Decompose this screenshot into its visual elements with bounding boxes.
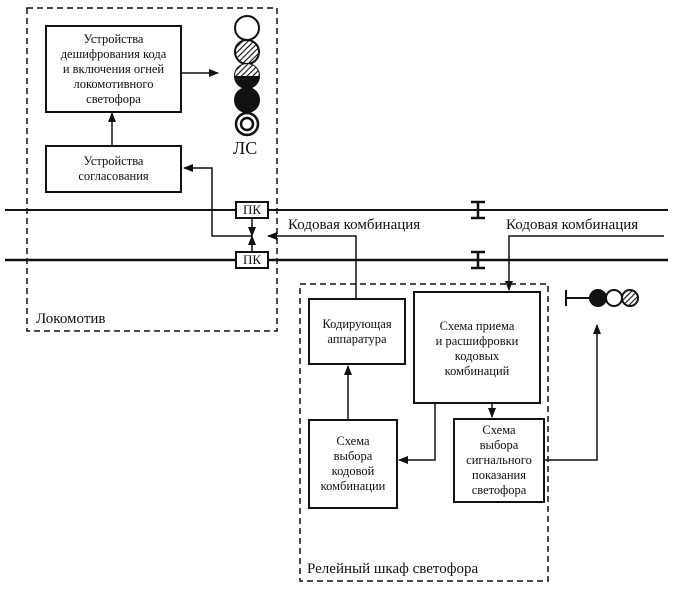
wayside-lamp-hatched (621, 289, 639, 307)
loco-lamp-white (234, 15, 260, 41)
coding-equipment-box: Кодирующая аппаратура (308, 298, 406, 365)
pickup-coil-bottom: ПК (235, 251, 269, 269)
line-coding-to-track (267, 232, 357, 298)
line-pk-to-matching (183, 164, 252, 237)
line-receive-to-select-code (398, 403, 436, 464)
receive-decode-box-text: Схема приема и расшифровки кодовых комби… (435, 319, 519, 378)
relay-cabinet-boundary (299, 283, 549, 582)
wayside-signal-icon (565, 289, 639, 307)
loco-lamp-hatched (234, 39, 260, 65)
locomotive-boundary (26, 7, 278, 332)
matching-box: Устройства согласования (45, 145, 182, 193)
code-combination-left-label: Кодовая комбинация (288, 217, 421, 233)
wayside-lamp-white (605, 289, 623, 307)
locomotive-label: Локомотив (36, 311, 106, 327)
matching-box-text: Устройства согласования (78, 154, 149, 183)
select-signal-box: Схема выбора сигнального показания свето… (453, 418, 545, 503)
receive-decode-box: Схема приема и расшифровки кодовых комби… (413, 291, 541, 404)
line-select-signal-to-wayside (544, 324, 601, 461)
pickup-coil-top: ПК (235, 201, 269, 219)
loco-lamp-black (234, 87, 260, 113)
insulating-joint-top (471, 200, 485, 220)
line-track-to-receive (505, 235, 664, 291)
code-combination-right-label: Кодовая комбинация (506, 217, 639, 233)
relay-cabinet-label: Релейный шкаф светофора (307, 561, 479, 577)
select-signal-box-text: Схема выбора сигнального показания свето… (466, 423, 532, 497)
select-code-box-text: Схема выбора кодовой комбинации (320, 434, 386, 493)
insulating-joint-bottom (471, 250, 485, 270)
decoder-box-text: Устройства дешифрования кода и включения… (60, 31, 167, 106)
select-code-box: Схема выбора кодовой комбинации (308, 419, 398, 509)
locomotive-signal-label: ЛС (233, 138, 258, 158)
locomotive-signal-icon (234, 15, 260, 137)
coding-equipment-box-text: Кодирующая аппаратура (322, 316, 392, 346)
decoder-box: Устройства дешифрования кода и включения… (45, 25, 182, 113)
wayside-lamp-black (589, 289, 607, 307)
